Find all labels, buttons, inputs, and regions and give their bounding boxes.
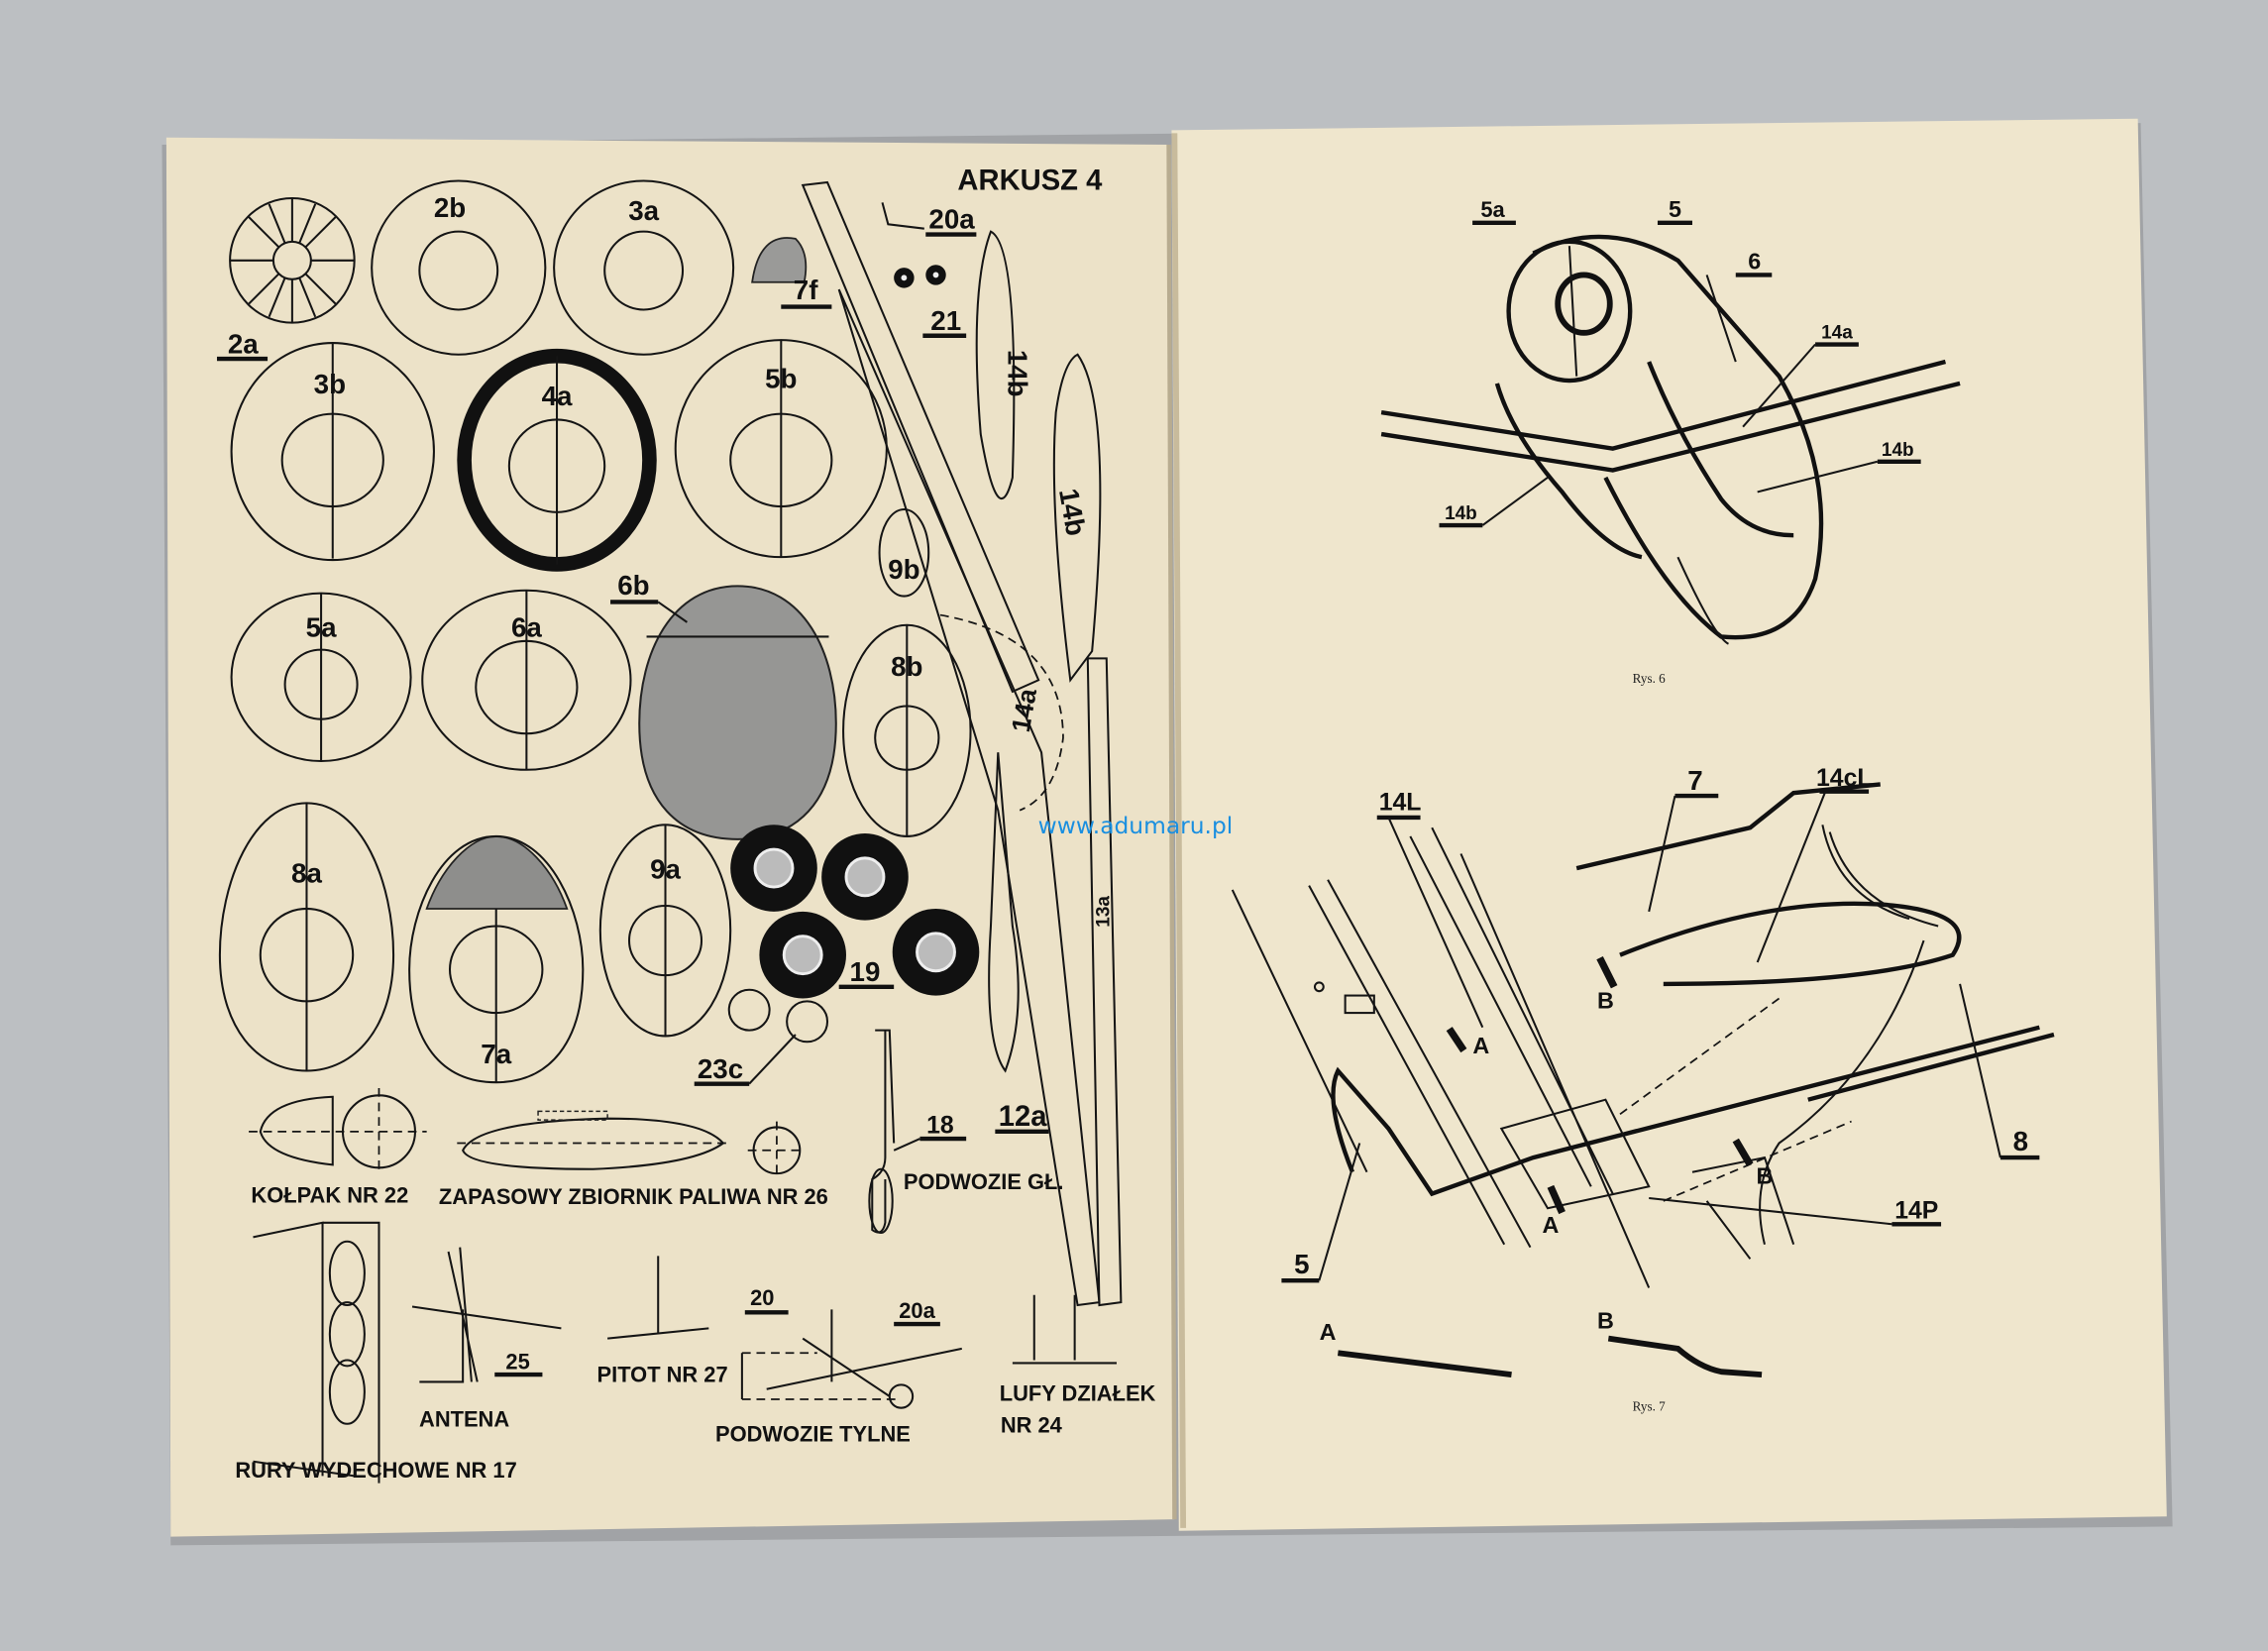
part-label-8a: 8a — [291, 858, 322, 889]
fig7-label-14L: 14L — [1379, 790, 1422, 817]
caption-pitot: PITOT NR 27 — [597, 1362, 728, 1386]
fig7-marker-b-1: B — [1597, 988, 1614, 1014]
caption-rury-wydechowe: RURY WYDECHOWE NR 17 — [235, 1458, 516, 1483]
part-label-20a: 20a — [928, 204, 975, 235]
part-label-20: 20 — [750, 1285, 774, 1310]
part-label-3b: 3b — [314, 369, 346, 399]
part-label-12a: 12a — [999, 1101, 1047, 1133]
part-label-23c: 23c — [698, 1053, 743, 1084]
part-label-5a: 5a — [306, 611, 337, 642]
part-label-14a: 14a — [1006, 686, 1042, 734]
fig7-label-7: 7 — [1687, 765, 1702, 796]
figure-7-fuselage-drawing — [1231, 782, 2055, 1378]
figure-6-engine-drawing — [1380, 234, 1961, 645]
part-label-2b: 2b — [434, 192, 466, 223]
fig7-marker-b-2: B — [1757, 1162, 1774, 1188]
part-label-13a: 13a — [1094, 896, 1115, 928]
fig7-marker-a-3: A — [1320, 1319, 1337, 1345]
part-label-21: 21 — [930, 305, 961, 336]
caption-antena: ANTENA — [419, 1407, 509, 1432]
fig6-label-6: 6 — [1748, 249, 1761, 275]
part-label-4a: 4a — [542, 381, 573, 411]
part-label-6a: 6a — [511, 611, 542, 642]
fig6-label-14a: 14a — [1821, 323, 1853, 344]
part-7f-shape — [751, 237, 808, 283]
caption-lufy-1: LUFY DZIAŁEK — [1000, 1380, 1156, 1405]
caption-lufy-2: NR 24 — [1001, 1413, 1063, 1438]
part-label-19: 19 — [850, 956, 881, 987]
fig7-marker-a-2: A — [1542, 1212, 1559, 1238]
fig7-label-14cL: 14cL — [1816, 765, 1873, 792]
fig7-label-14P: 14P — [1894, 1197, 1938, 1224]
part-label-18: 18 — [926, 1112, 954, 1139]
part-label-3a: 3a — [628, 195, 659, 226]
fig7-label-5: 5 — [1294, 1249, 1309, 1279]
sheet-title: ARKUSZ 4 — [957, 165, 1103, 196]
part-label-20a-tail: 20a — [899, 1298, 935, 1323]
figure-6-caption: Rys. 6 — [1633, 671, 1666, 686]
part-2a-propeller-fan — [229, 197, 356, 324]
part-label-6b: 6b — [617, 570, 649, 601]
part-19-wheels — [730, 825, 980, 999]
left-page: ARKUSZ 4 2a 2b 3a 7f 20a 2 — [165, 137, 1177, 1537]
fig7-label-8: 8 — [2013, 1126, 2028, 1156]
watermark-link[interactable]: www.adumaru.pl — [1038, 812, 1234, 839]
part-label-9b: 9b — [888, 554, 919, 585]
fig6-label-5: 5 — [1669, 196, 1681, 222]
caption-podwozie-tylne: PODWOZIE TYLNE — [715, 1421, 911, 1446]
fig6-label-14b-left: 14b — [1445, 503, 1477, 524]
fig6-label-5a: 5a — [1480, 197, 1505, 222]
part-label-9a: 9a — [650, 853, 681, 884]
fig6-label-14b-right: 14b — [1882, 440, 1914, 461]
caption-kolpak: KOŁPAK NR 22 — [251, 1182, 408, 1207]
caption-podwozie-gl: PODWOZIE GŁ. — [904, 1169, 1064, 1194]
caption-zbiornik: ZAPASOWY ZBIORNIK PALIWA NR 26 — [439, 1184, 828, 1209]
part-label-14b-upper: 14b — [1002, 350, 1032, 397]
right-page: 5a 5 6 14a 14b 14b Rys. 6 — [1171, 118, 2167, 1531]
part-label-5b: 5b — [765, 363, 797, 393]
part-label-7a: 7a — [481, 1039, 511, 1069]
fig7-marker-b-3: B — [1597, 1307, 1614, 1333]
part-label-7f: 7f — [794, 275, 818, 305]
part-label-25: 25 — [505, 1349, 529, 1374]
part-label-8b: 8b — [891, 651, 922, 682]
part-label-2a: 2a — [228, 328, 259, 359]
fig7-marker-a-1: A — [1472, 1033, 1489, 1058]
part-6b-grey-egg — [638, 585, 837, 840]
figure-7-caption: Rys. 7 — [1633, 1399, 1666, 1414]
